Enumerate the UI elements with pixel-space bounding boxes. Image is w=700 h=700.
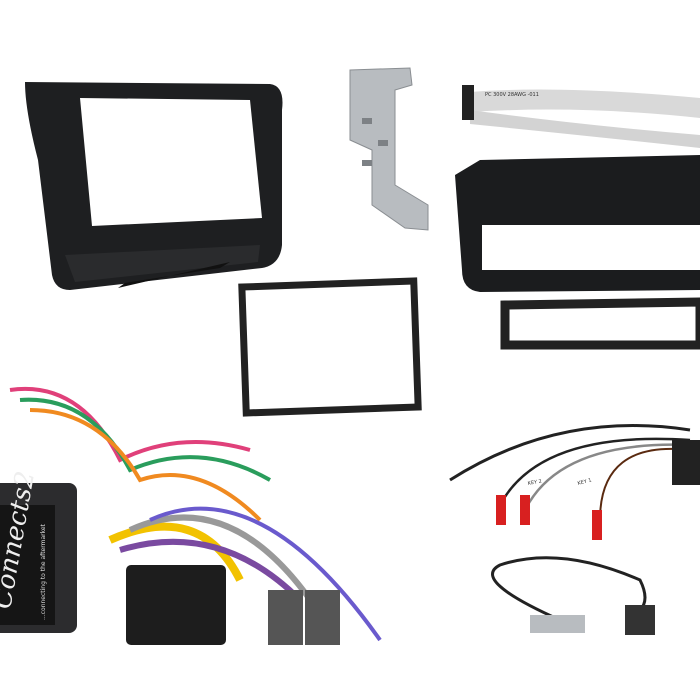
steering-patch-lead bbox=[449, 424, 700, 540]
double-din-surround bbox=[238, 277, 422, 417]
wiring-harness bbox=[9, 386, 382, 642]
ribbon-cable: PC 300V 28AWG -011 bbox=[462, 85, 700, 148]
quadlock-connector bbox=[126, 565, 226, 645]
interface-box: Connects2 ...connecting to the aftermark… bbox=[0, 469, 77, 633]
label-key-2: KEY 2 bbox=[527, 479, 542, 487]
metal-bracket bbox=[349, 67, 429, 231]
single-din-pocket bbox=[455, 155, 700, 350]
iso-connector bbox=[305, 590, 340, 645]
label-key-1: KEY 1 bbox=[577, 477, 592, 486]
antenna-adapter bbox=[491, 556, 655, 635]
logo-tagline: ...connecting to the aftermarket bbox=[40, 523, 47, 620]
ribbon-print: PC 300V 28AWG -011 bbox=[485, 92, 539, 98]
double-din-fascia bbox=[25, 82, 283, 290]
iso-connector bbox=[268, 590, 303, 645]
